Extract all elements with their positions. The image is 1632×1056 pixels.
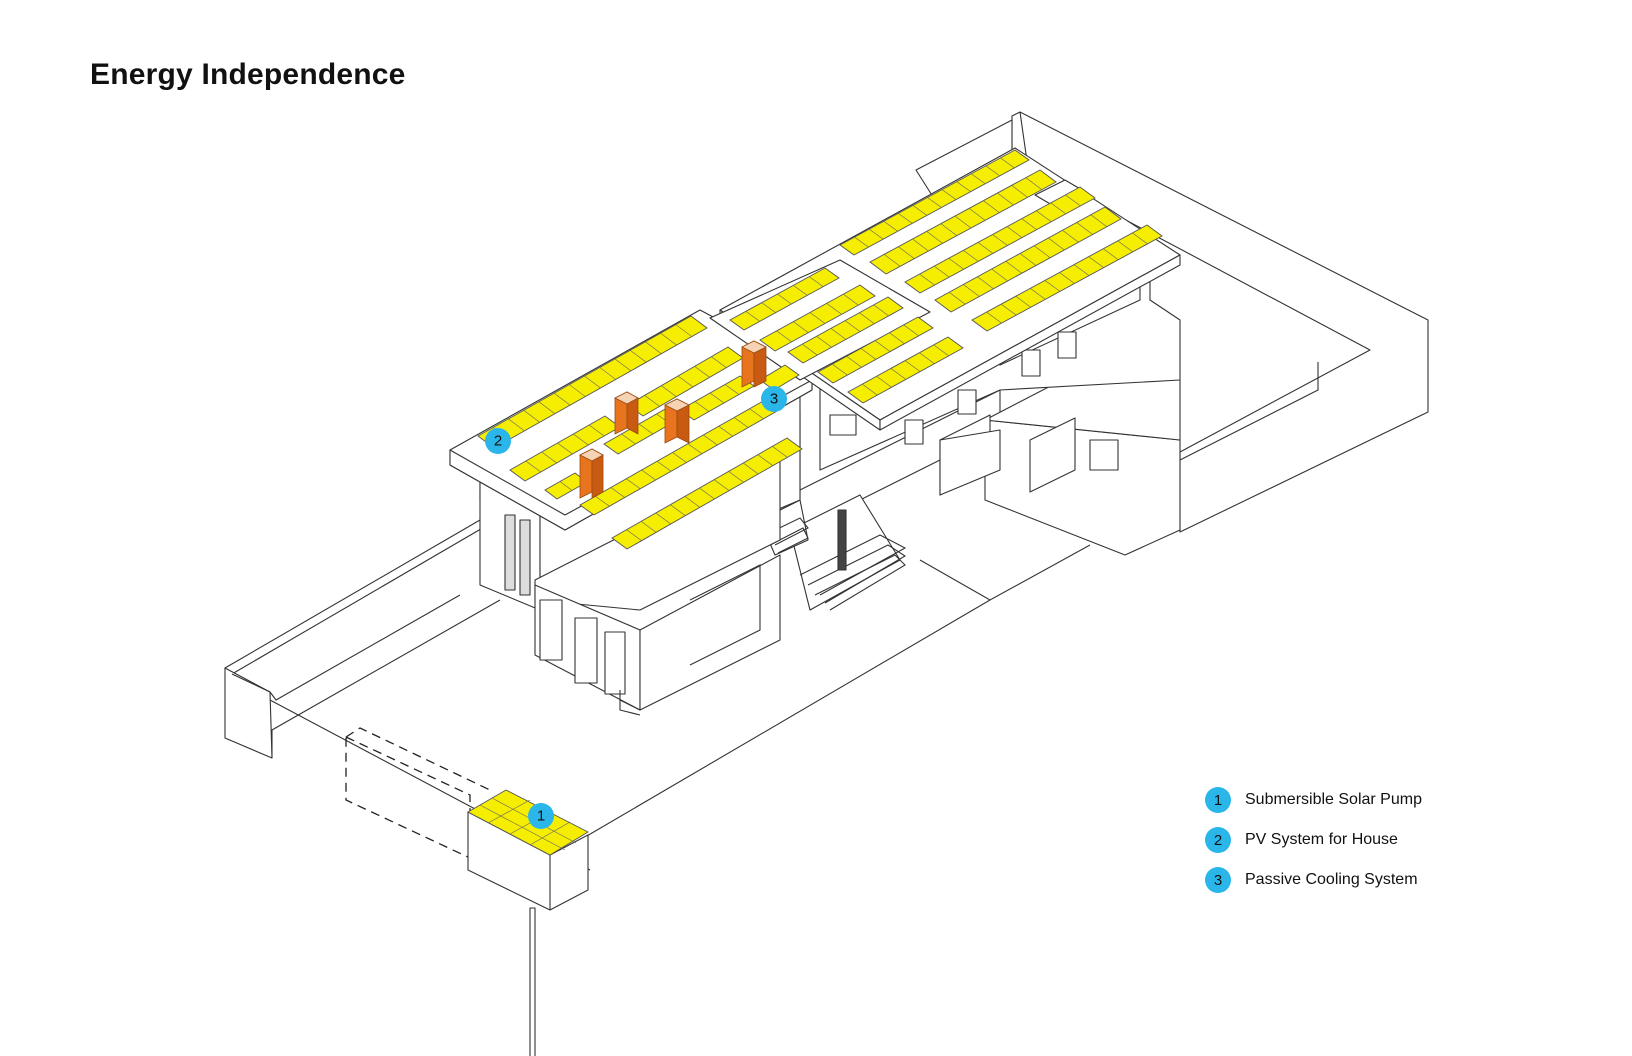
- solar-panel-arrays: [477, 149, 1163, 550]
- legend-item-passive-cooling: 3 Passive Cooling System: [1205, 860, 1422, 900]
- solar-panel-strip: [817, 316, 934, 384]
- solar-panel-strip: [934, 206, 1122, 313]
- marker-2-number: 2: [494, 433, 502, 450]
- legend-item-pv-system: 2 PV System for House: [1205, 820, 1422, 860]
- marker-3-number: 3: [770, 391, 778, 408]
- solar-panel-strip: [509, 415, 621, 482]
- solar-panel-strip: [971, 224, 1163, 332]
- solar-panel-strip: [839, 149, 1030, 256]
- pv-panels-right-roof: [729, 149, 1163, 404]
- legend-item-solar-pump: 1 Submersible Solar Pump: [1205, 780, 1422, 820]
- pv-panels-house: [477, 315, 803, 550]
- solar-panel-strip: [869, 169, 1057, 275]
- solar-panel-strip: [729, 267, 840, 331]
- solar-panel-strip: [759, 284, 876, 352]
- solar-panel-strip: [759, 364, 800, 391]
- cooling-tower: [664, 398, 690, 444]
- marker-1-number: 1: [537, 808, 545, 825]
- solar-panel-strip: [847, 336, 964, 404]
- legend-label-passive-cooling: Passive Cooling System: [1245, 871, 1418, 888]
- legend-badge-2: 2: [1205, 827, 1231, 853]
- cooling-tower: [614, 391, 639, 435]
- solar-panel-strip: [787, 296, 904, 364]
- marker-2: 2: [485, 428, 511, 454]
- solar-panel-strip: [904, 186, 1096, 294]
- legend-badge-1: 1: [1205, 787, 1231, 813]
- legend: 1 Submersible Solar Pump 2 PV System for…: [1205, 780, 1422, 900]
- marker-1: 1: [528, 803, 554, 829]
- central-entry: [759, 494, 907, 611]
- yard-lines: [269, 544, 1091, 871]
- cooling-tower: [579, 448, 604, 499]
- cooling-tower: [741, 340, 767, 388]
- marker-3: 3: [761, 386, 787, 412]
- legend-label-solar-pump: Submersible Solar Pump: [1245, 791, 1422, 808]
- solar-pump-unit: [345, 727, 589, 1056]
- cooling-towers: [579, 340, 767, 499]
- legend-label-pv-system: PV System for House: [1245, 831, 1398, 848]
- diagram-title: Energy Independence: [90, 58, 406, 91]
- solar-panel-strip: [611, 437, 803, 550]
- left-house-body: [479, 389, 801, 716]
- legend-badge-3: 3: [1205, 867, 1231, 893]
